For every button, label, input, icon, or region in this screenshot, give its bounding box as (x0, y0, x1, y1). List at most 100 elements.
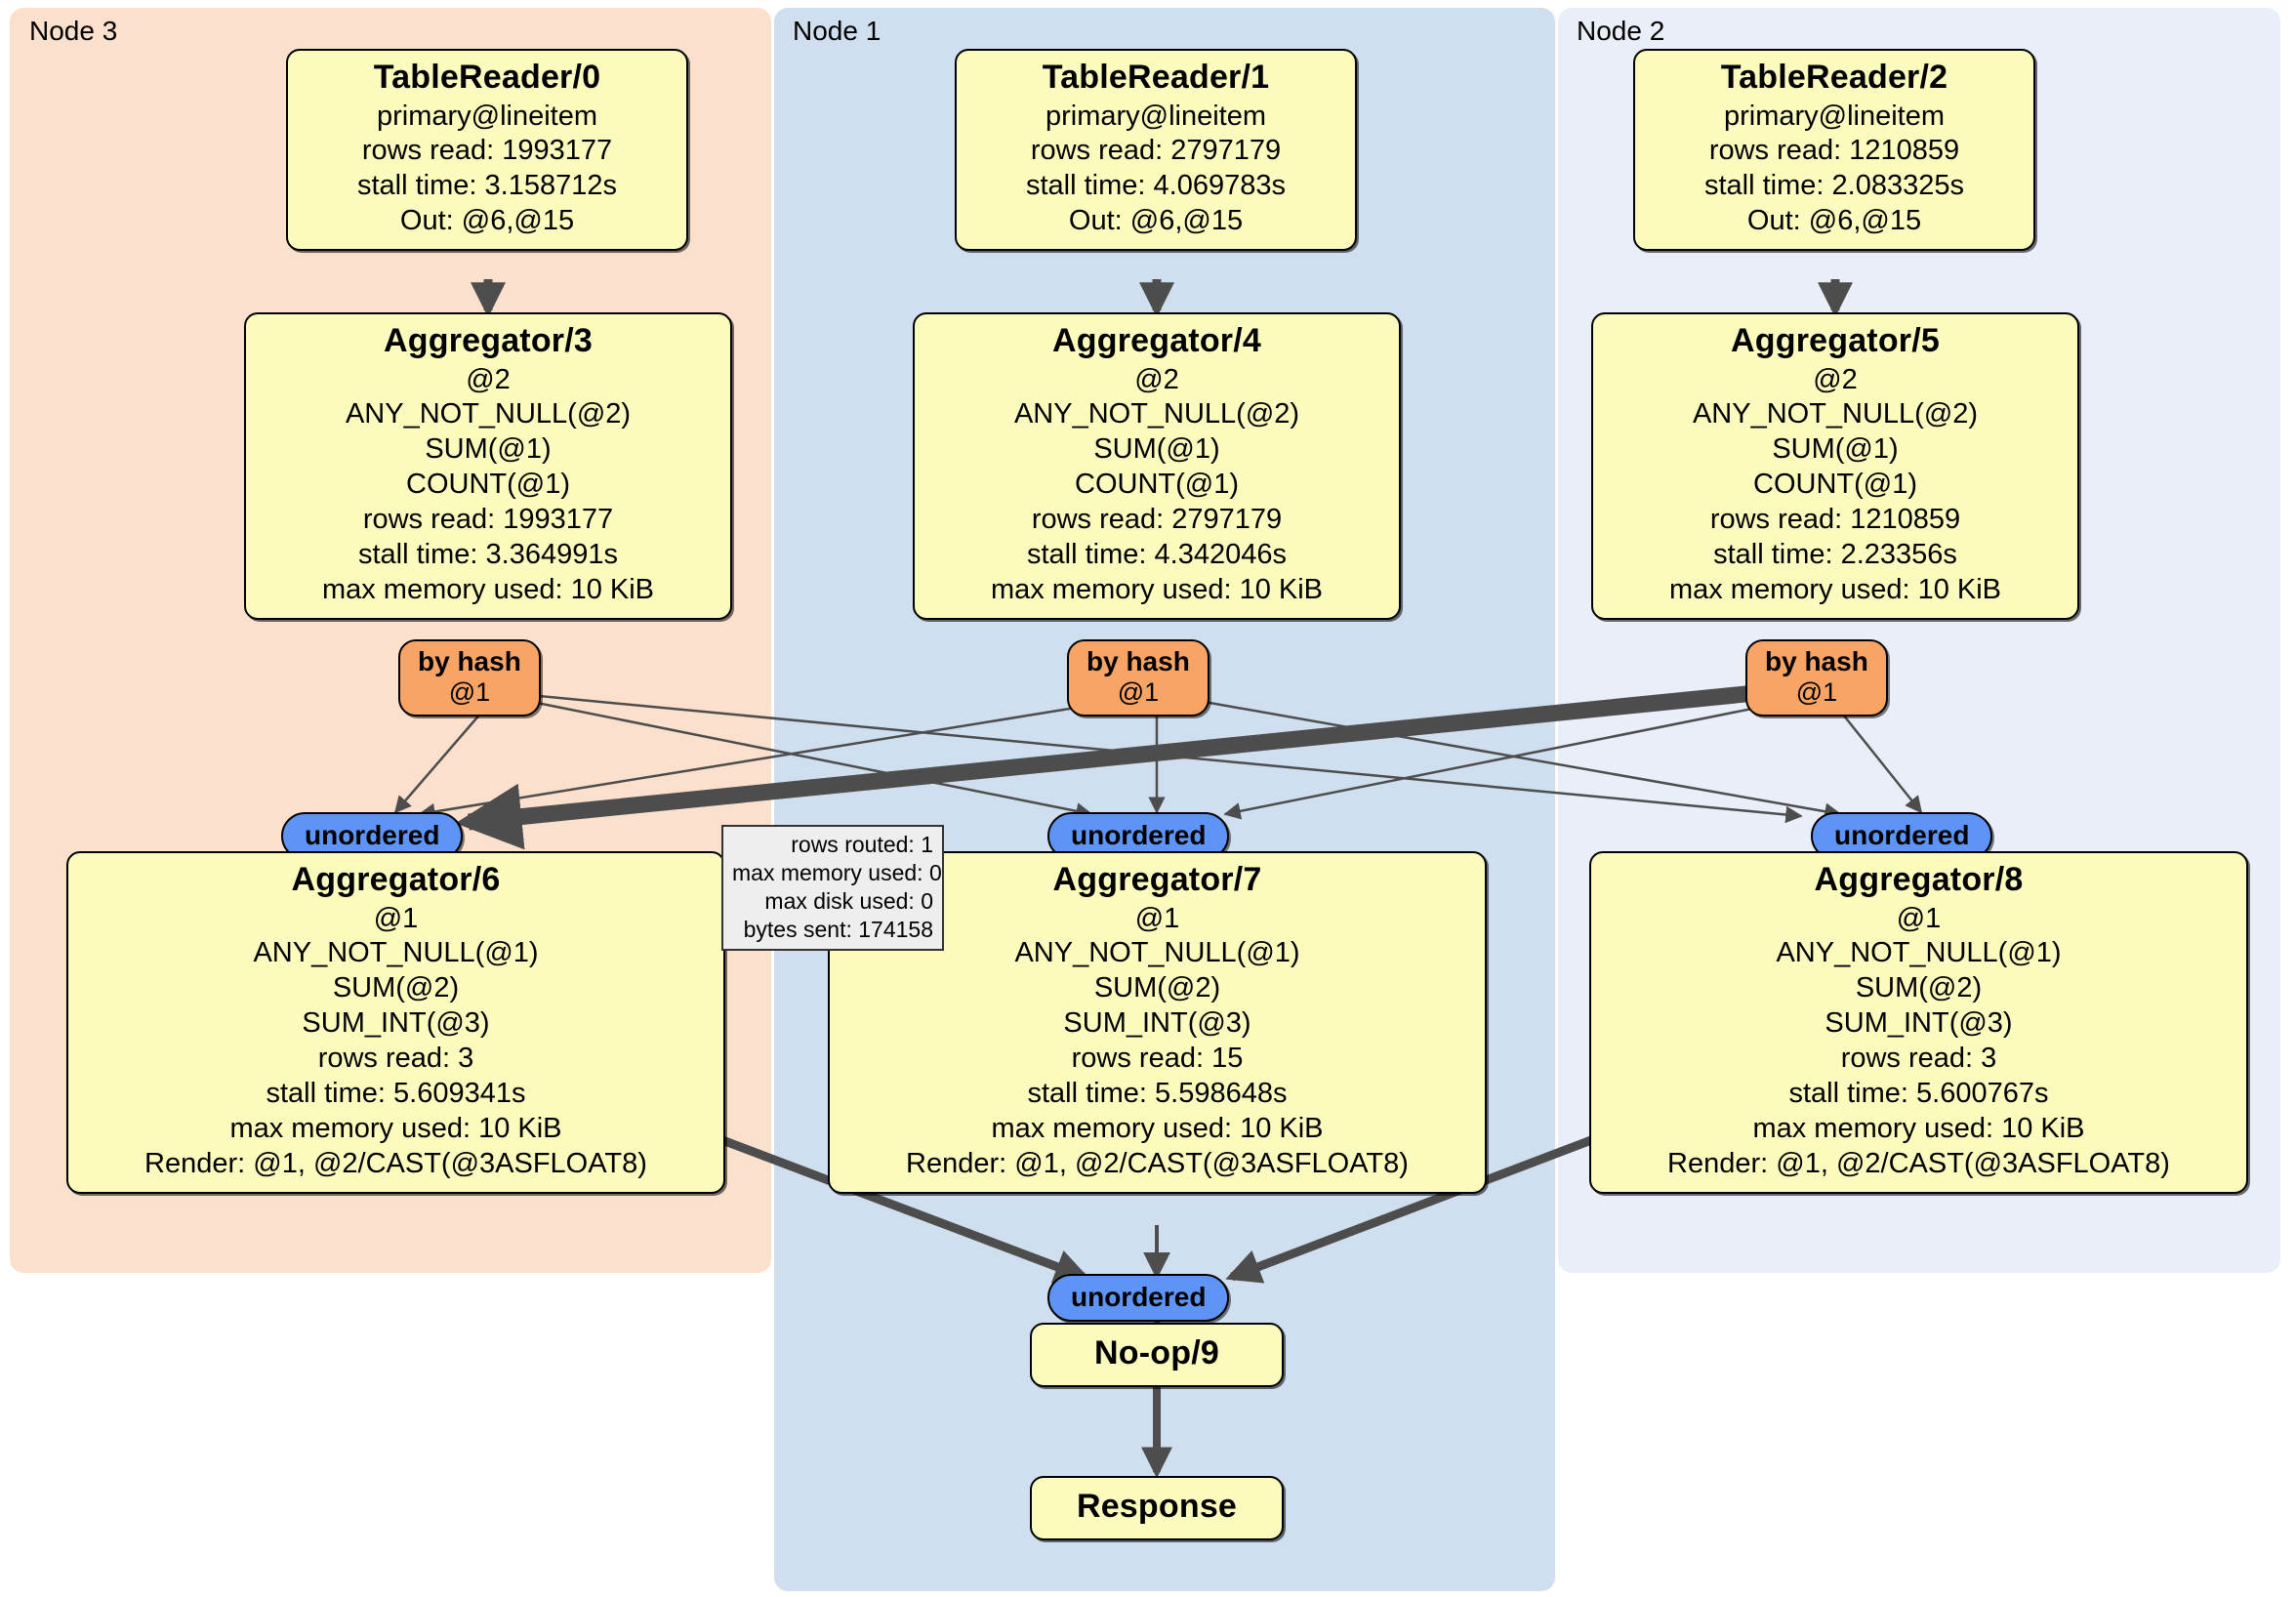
node-detail: @1 (1134, 902, 1180, 934)
node-detail: stall time: 2.23356s (1713, 539, 1957, 571)
node-detail: rows read: 3 (1840, 1043, 1997, 1075)
node-detail: primary@lineitem (1723, 100, 1946, 132)
node-detail: stall time: 2.083325s (1704, 170, 1964, 202)
node-detail: stall time: 4.069783s (1026, 170, 1286, 202)
node-detail: SUM(@2) (332, 972, 460, 1004)
cluster-label-node1: Node 1 (793, 16, 882, 46)
node-title: Aggregator/3 (384, 322, 593, 359)
node-detail: rows read: 1993177 (361, 135, 613, 167)
node-aggregator-8[interactable]: Aggregator/8 @1 ANY_NOT_NULL(@1) SUM(@2)… (1589, 851, 2248, 1195)
node-detail: max memory used: 10 KiB (321, 574, 655, 606)
node-detail: primary@lineitem (376, 100, 598, 132)
node-title: TableReader/0 (373, 59, 601, 96)
stats-line: rows routed: 1 (791, 832, 933, 857)
node-detail: max memory used: 10 KiB (229, 1113, 562, 1145)
node-detail: primary@lineitem (1045, 100, 1267, 132)
node-detail: COUNT(@1) (1075, 469, 1239, 501)
node-detail: @1 (373, 902, 419, 934)
node-response[interactable]: Response (1030, 1476, 1284, 1540)
node-detail: max memory used: 10 KiB (991, 1113, 1324, 1145)
node-detail: ANY_NOT_NULL(@1) (1776, 937, 2062, 969)
node-detail: Out: @6,@15 (399, 205, 575, 237)
node-detail: max memory used: 10 KiB (1752, 1113, 2085, 1145)
node-detail: SUM(@2) (1093, 972, 1221, 1004)
node-detail: stall time: 5.609341s (266, 1078, 526, 1110)
node-title: Aggregator/5 (1731, 322, 1940, 359)
router-by-hash-node1[interactable]: by hash @1 (1067, 639, 1210, 717)
router-by-hash-node2[interactable]: by hash @1 (1745, 639, 1888, 717)
node-title: Aggregator/8 (1814, 861, 2024, 898)
node-detail: Out: @6,@15 (1746, 205, 1922, 237)
router-by-hash-node3[interactable]: by hash @1 (398, 639, 541, 717)
node-detail: stall time: 5.600767s (1788, 1078, 2049, 1110)
node-title: Response (1076, 1488, 1238, 1525)
node-detail: Out: @6,@15 (1068, 205, 1244, 237)
cluster-label-node3: Node 3 (29, 16, 118, 46)
node-tablereader-1[interactable]: TableReader/1 primary@lineitem rows read… (955, 49, 1357, 252)
node-no-op-9[interactable]: No-op/9 (1030, 1323, 1284, 1387)
node-detail: @2 (1813, 363, 1858, 395)
node-detail: Render: @1, @2/CAST(@3ASFLOAT8) (1667, 1148, 2170, 1180)
node-detail: SUM_INT(@3) (1063, 1007, 1251, 1040)
node-detail: rows read: 1993177 (362, 504, 614, 536)
node-detail: ANY_NOT_NULL(@1) (1014, 937, 1300, 969)
node-title: TableReader/2 (1720, 59, 1948, 96)
router-label: unordered (305, 820, 440, 850)
router-unordered-node1[interactable]: unordered (1047, 812, 1230, 861)
node-detail: SUM(@1) (425, 433, 552, 466)
cluster-label-node2: Node 2 (1577, 16, 1665, 46)
node-detail: ANY_NOT_NULL(@1) (253, 937, 539, 969)
router-unordered-merge[interactable]: unordered (1047, 1274, 1230, 1323)
node-detail: ANY_NOT_NULL(@2) (1692, 398, 1979, 430)
node-detail: stall time: 3.364991s (358, 539, 618, 571)
node-detail: @2 (1134, 363, 1179, 395)
node-aggregator-4[interactable]: Aggregator/4 @2 ANY_NOT_NULL(@2) SUM(@1)… (913, 312, 1401, 621)
node-detail: rows read: 1210859 (1708, 135, 1960, 167)
node-title: Aggregator/7 (1052, 861, 1262, 898)
node-detail: Render: @1, @2/CAST(@3ASFLOAT8) (906, 1148, 1409, 1180)
node-detail: SUM_INT(@3) (302, 1007, 490, 1040)
edge-stats-tooltip: rows routed: 1 max memory used: 0 max di… (721, 825, 944, 951)
node-detail: COUNT(@1) (406, 469, 570, 501)
stats-line: max memory used: 0 (732, 859, 942, 885)
node-detail: stall time: 5.598648s (1027, 1078, 1288, 1110)
router-label: unordered (1071, 820, 1207, 850)
node-detail: rows read: 2797179 (1030, 135, 1282, 167)
router-label: unordered (1834, 820, 1970, 850)
router-unordered-node2[interactable]: unordered (1811, 812, 1993, 861)
node-detail: SUM(@1) (1093, 433, 1220, 466)
node-title: TableReader/1 (1042, 59, 1270, 96)
node-aggregator-6[interactable]: Aggregator/6 @1 ANY_NOT_NULL(@1) SUM(@2)… (66, 851, 725, 1195)
node-detail: rows read: 2797179 (1031, 504, 1283, 536)
node-title: No-op/9 (1094, 1334, 1219, 1372)
router-label: by hash (1765, 646, 1868, 676)
node-title: Aggregator/4 (1052, 322, 1261, 359)
node-title: Aggregator/6 (291, 861, 501, 898)
router-label: by hash (1086, 646, 1190, 676)
node-aggregator-5[interactable]: Aggregator/5 @2 ANY_NOT_NULL(@2) SUM(@1)… (1591, 312, 2079, 621)
node-detail: max memory used: 10 KiB (1668, 574, 2002, 606)
node-detail: @1 (1896, 902, 1942, 934)
router-column: @1 (1117, 677, 1160, 708)
node-tablereader-0[interactable]: TableReader/0 primary@lineitem rows read… (286, 49, 688, 252)
node-detail: stall time: 4.342046s (1027, 539, 1287, 571)
node-detail: rows read: 3 (317, 1043, 474, 1075)
node-detail: ANY_NOT_NULL(@2) (1013, 398, 1300, 430)
node-detail: @2 (466, 363, 511, 395)
node-detail: rows read: 15 (1071, 1043, 1244, 1075)
stats-line: bytes sent: 174158 (743, 916, 933, 942)
node-detail: ANY_NOT_NULL(@2) (345, 398, 632, 430)
node-detail: COUNT(@1) (1753, 469, 1917, 501)
node-detail: Render: @1, @2/CAST(@3ASFLOAT8) (144, 1148, 647, 1180)
node-detail: rows read: 1210859 (1709, 504, 1961, 536)
node-tablereader-2[interactable]: TableReader/2 primary@lineitem rows read… (1633, 49, 2035, 252)
node-detail: max memory used: 10 KiB (990, 574, 1324, 606)
node-detail: SUM(@2) (1855, 972, 1983, 1004)
router-label: unordered (1071, 1282, 1207, 1312)
node-aggregator-3[interactable]: Aggregator/3 @2 ANY_NOT_NULL(@2) SUM(@1)… (244, 312, 732, 621)
node-detail: stall time: 3.158712s (357, 170, 617, 202)
node-detail: SUM(@1) (1772, 433, 1899, 466)
router-label: by hash (418, 646, 521, 676)
stats-line: max disk used: 0 (764, 887, 933, 914)
router-column: @1 (448, 677, 491, 708)
